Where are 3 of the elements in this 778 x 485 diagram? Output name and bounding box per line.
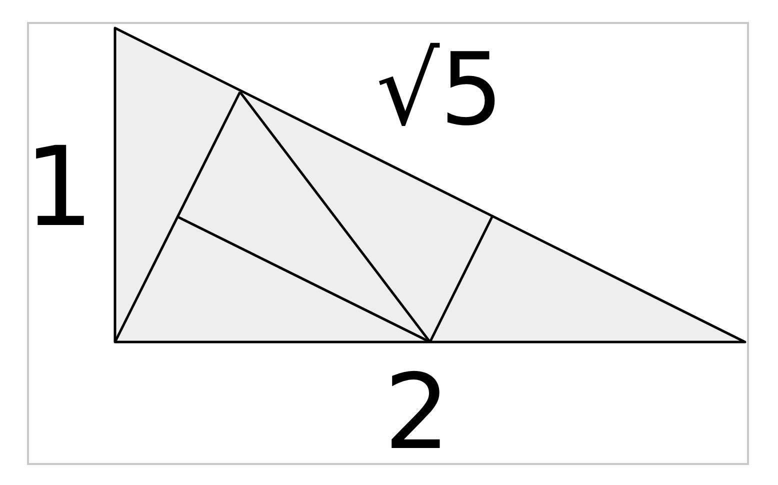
side-length-label: √5	[376, 40, 504, 140]
side-length-label: 1	[24, 132, 94, 242]
side-length-label: 2	[384, 360, 450, 464]
